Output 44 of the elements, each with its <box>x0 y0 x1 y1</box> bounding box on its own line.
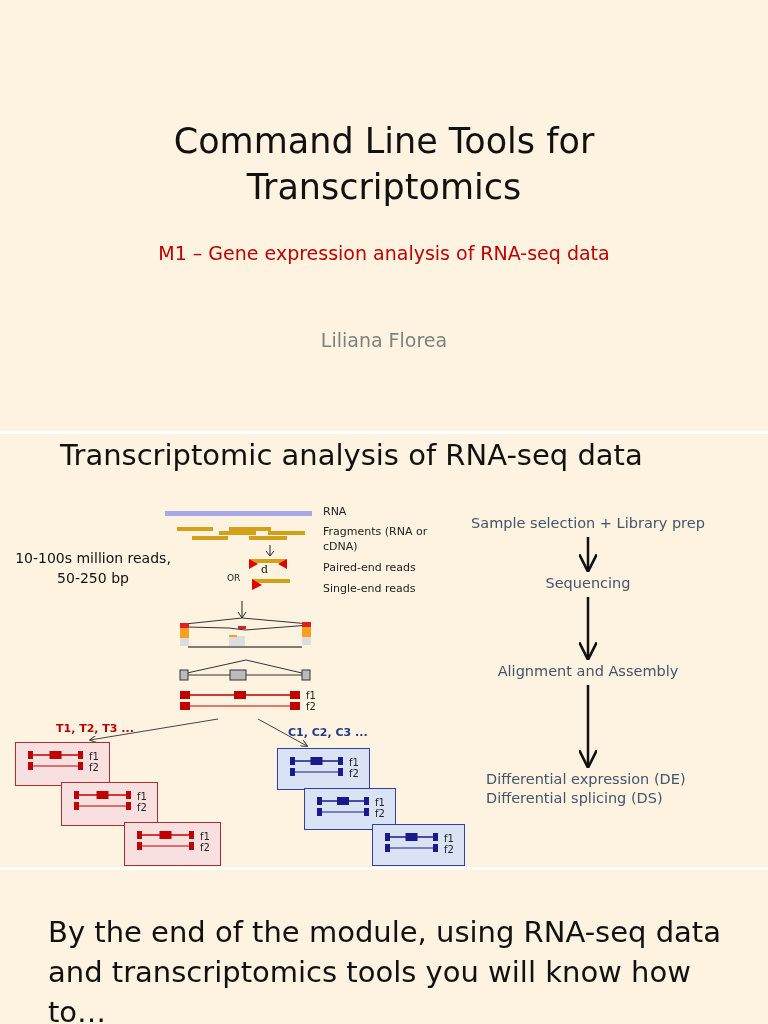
group-label: C1, C2, C3 ... <box>288 726 368 739</box>
read-depth-note: 10-100s million reads, 50-250 bp <box>14 549 172 588</box>
isoform-label: f2 <box>349 768 359 779</box>
isoform-label: f1 <box>200 831 210 842</box>
stage-label: Paired-end reads <box>323 561 416 574</box>
isoform-label: f2 <box>444 844 454 855</box>
isoform-label: f2 <box>375 808 385 819</box>
isoform-label: f2 <box>306 701 316 712</box>
isoform-label: f1 <box>349 757 359 768</box>
step-label: Differential splicing (DS) <box>486 789 664 808</box>
sample-panel <box>61 782 158 826</box>
isoform-label: f1 <box>89 751 99 762</box>
arrow <box>257 718 309 747</box>
stage-label: Single-end reads <box>323 582 416 595</box>
arrow <box>577 537 599 574</box>
isoform-label: f2 <box>200 842 210 853</box>
step-label: Differential expression (DE) <box>486 770 686 789</box>
sample-panel <box>15 742 110 786</box>
sample-panel <box>304 788 396 830</box>
group-label: T1, T2, T3 ... <box>56 722 134 735</box>
slide-title: Command Line Tools for Transcriptomics <box>172 120 596 209</box>
distance-label: d <box>261 563 269 576</box>
arrow <box>577 685 599 770</box>
isoform-label: f2 <box>137 802 147 813</box>
arrow <box>577 597 599 662</box>
arrow <box>88 718 219 743</box>
step-label: Sample selection + Library prep <box>470 514 706 533</box>
subtitle: M1 – Gene expression analysis of RNA-seq data <box>157 242 611 264</box>
sample-panel <box>124 822 221 866</box>
stage-label: Fragments (RNA or cDNA) <box>323 524 429 554</box>
isoform-label: f2 <box>89 762 99 773</box>
author-name: Liliana Florea <box>319 329 449 351</box>
slide-text: By the end of the module, using RNA-seq data and transcriptomics tools you will know how to… <box>48 914 722 1024</box>
step-label: Alignment and Assembly <box>496 662 680 681</box>
or-label: OR <box>227 573 241 583</box>
sample-panel <box>277 748 370 790</box>
sample-panel <box>372 824 465 866</box>
step-label: Sequencing <box>544 574 632 593</box>
slide-title: Transcriptomic analysis of RNA-seq data <box>60 438 644 472</box>
stage-label: RNA <box>323 505 347 518</box>
isoform-label: f1 <box>444 833 454 844</box>
isoform-label: f1 <box>137 791 147 802</box>
isoform-label: f1 <box>375 797 385 808</box>
isoform-label: f1 <box>306 690 316 701</box>
